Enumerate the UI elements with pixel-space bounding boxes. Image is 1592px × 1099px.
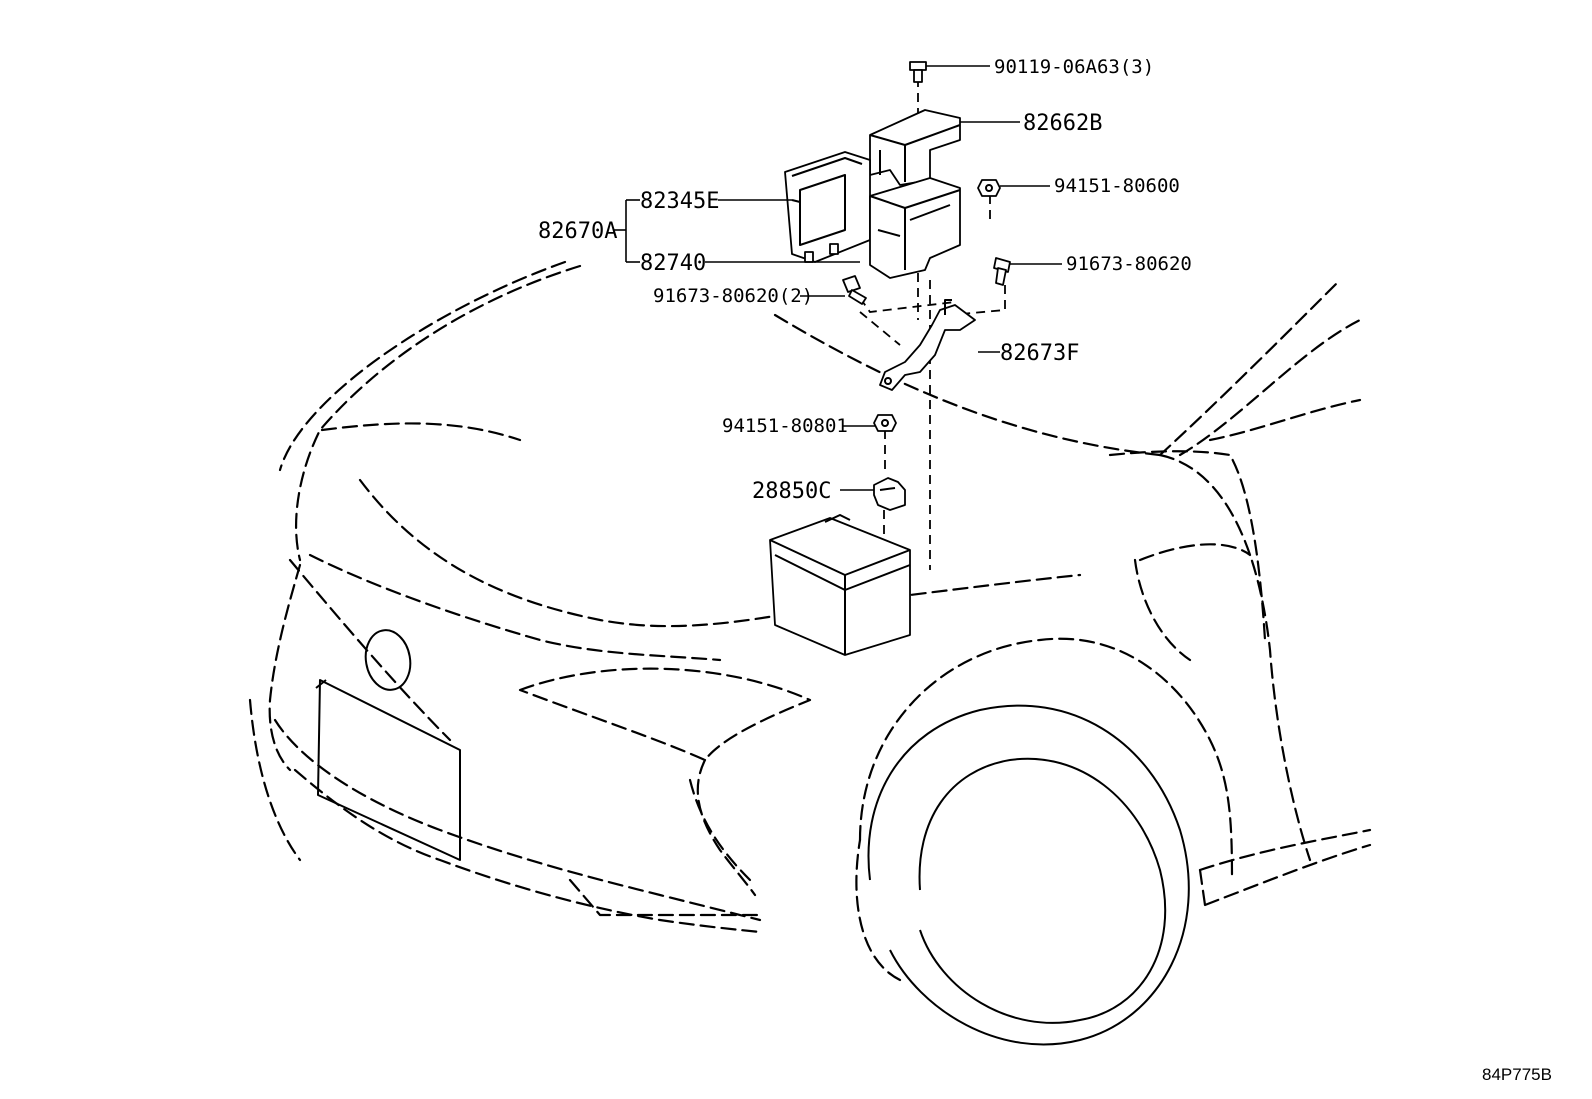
part-label[interactable]: 82670A — [538, 219, 617, 244]
front-wheel — [867, 704, 1190, 1046]
bolt-90119-icon[interactable] — [909, 61, 927, 83]
part-label[interactable]: 28850C — [752, 479, 831, 504]
front-emblem — [364, 629, 412, 691]
leader-lines — [614, 65, 1062, 491]
part-label[interactable]: 82345E — [640, 189, 719, 214]
battery-icon — [769, 514, 911, 656]
part-label[interactable]: 94151-80801 — [722, 415, 848, 437]
bracket-82673f-icon[interactable] — [879, 299, 976, 391]
part-label[interactable]: 94151-80600 — [1054, 175, 1180, 197]
bolt-91673-80620-icon[interactable] — [993, 257, 1011, 286]
vehicle-outline — [248, 260, 1372, 982]
license-plate — [315, 679, 461, 861]
bolt-91673-80620-2-icon[interactable] — [842, 275, 867, 305]
part-label[interactable]: 82673F — [1000, 341, 1079, 366]
part-label[interactable]: 91673-80620 — [1066, 253, 1192, 275]
relay-block-cover-icon[interactable] — [869, 109, 961, 186]
relay-block-82740-icon[interactable] — [869, 177, 961, 279]
part-label[interactable]: 90119-06A63(3) — [994, 56, 1154, 78]
part-label[interactable]: 82662B — [1023, 111, 1102, 136]
part-label[interactable]: 91673-80620(2) — [653, 285, 813, 307]
part-labels: 90119-06A63(3) 82662B 94151-80600 82345E… — [538, 56, 1192, 504]
part-label[interactable]: 82740 — [640, 251, 706, 276]
battery-sensor-28850c-icon[interactable] — [873, 477, 906, 511]
diagram-code: 84P775B — [1482, 1065, 1552, 1084]
nut-94151-80600-icon[interactable] — [977, 179, 1001, 197]
relay-block-82345e-icon[interactable] — [784, 151, 871, 263]
nut-94151-80801-icon[interactable] — [873, 414, 897, 432]
